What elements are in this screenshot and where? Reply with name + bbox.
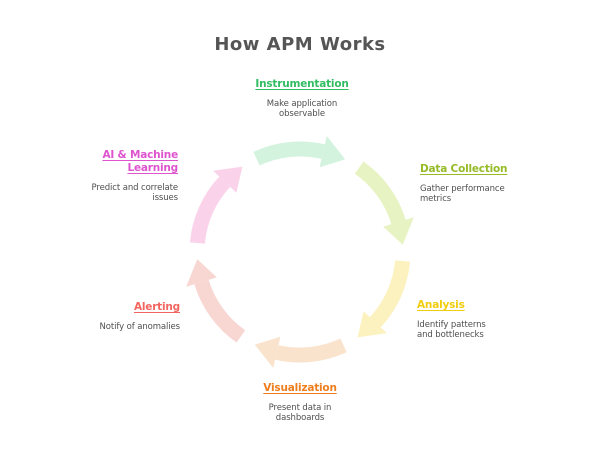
- arrow-bottom-head: [254, 336, 281, 368]
- stage-sublabel-alerting: Notify of anomalies: [99, 322, 181, 332]
- arrow-top-right-head: [383, 217, 414, 245]
- stage-label-analysis: Analysis: [417, 299, 465, 311]
- arrow-top-left-head: [213, 166, 243, 193]
- stage-label-instrumentation: Instrumentation: [255, 78, 349, 90]
- stage-instrumentation: Instrumentation Make application observa…: [255, 78, 348, 119]
- stage-label-ai-machine-learning: AI & Machine Learning: [102, 149, 178, 174]
- stage-sublabel-analysis: Identify patterns and bottlenecks: [417, 320, 486, 340]
- arrow-bottom-right: [357, 260, 411, 338]
- stage-sublabel-ai-machine-learning: Predict and correlate issues: [91, 183, 179, 203]
- arrow-bottom-right-head: [357, 311, 387, 338]
- stage-visualization: Visualization Present data in dashboards: [263, 382, 337, 423]
- stage-label-alerting: Alerting: [133, 301, 180, 313]
- stage-analysis: Analysis Identify patterns and bottlenec…: [417, 299, 486, 340]
- stage-label-visualization: Visualization: [263, 382, 337, 394]
- arrow-bottom-left: [186, 259, 246, 343]
- diagram-title: How APM Works: [214, 34, 386, 55]
- stage-label-data-collection: Data Collection: [420, 163, 508, 175]
- arrow-bottom: [254, 336, 347, 368]
- stage-alerting: Alerting Notify of anomalies: [100, 301, 181, 332]
- arrow-top: [253, 136, 346, 168]
- stage-sublabel-visualization: Present data in dashboards: [268, 403, 332, 423]
- stage-data-collection: Data Collection Gather performance metri…: [420, 163, 508, 204]
- arrow-top-head: [319, 136, 346, 168]
- arrow-top-right: [354, 161, 414, 245]
- stage-sublabel-instrumentation: Make application observable: [266, 99, 338, 119]
- arrow-bottom-left-head: [186, 259, 217, 287]
- stage-sublabel-data-collection: Gather performance metrics: [420, 184, 505, 204]
- stage-ai-machine-learning: AI & Machine Learning Predict and correl…: [91, 149, 179, 203]
- arrow-top-left: [189, 166, 243, 244]
